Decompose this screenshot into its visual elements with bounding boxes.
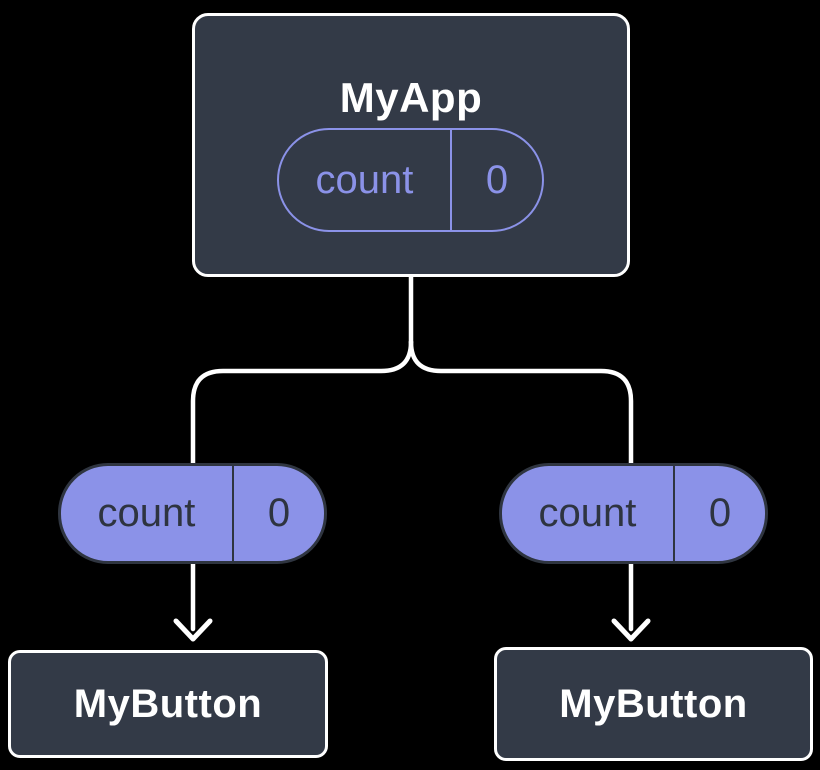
arrowhead-left-icon xyxy=(173,618,213,642)
button-node-left-title: MyButton xyxy=(73,681,263,726)
branch-left-line xyxy=(190,339,414,632)
app-node-title: MyApp xyxy=(339,74,483,121)
state-pill-name: count xyxy=(315,157,414,202)
button-node-right: MyButton xyxy=(494,647,813,761)
prop-pill-left-value: 0 xyxy=(231,466,324,561)
button-node-right-title: MyButton xyxy=(559,681,748,726)
prop-pill-right-value: 0 xyxy=(672,466,765,561)
app-node: MyApp count 0 xyxy=(192,13,630,277)
prop-pill-left-name: count xyxy=(97,491,196,535)
branch-right-line xyxy=(408,339,634,632)
prop-pill-left: count 0 xyxy=(58,463,327,564)
button-node-left: MyButton xyxy=(8,650,328,758)
state-pill: count 0 xyxy=(277,128,544,232)
arrowhead-right-icon xyxy=(611,618,651,642)
prop-pill-right-name: count xyxy=(538,491,637,535)
prop-pill-right: count 0 xyxy=(499,463,768,564)
state-pill-value: 0 xyxy=(449,130,542,230)
